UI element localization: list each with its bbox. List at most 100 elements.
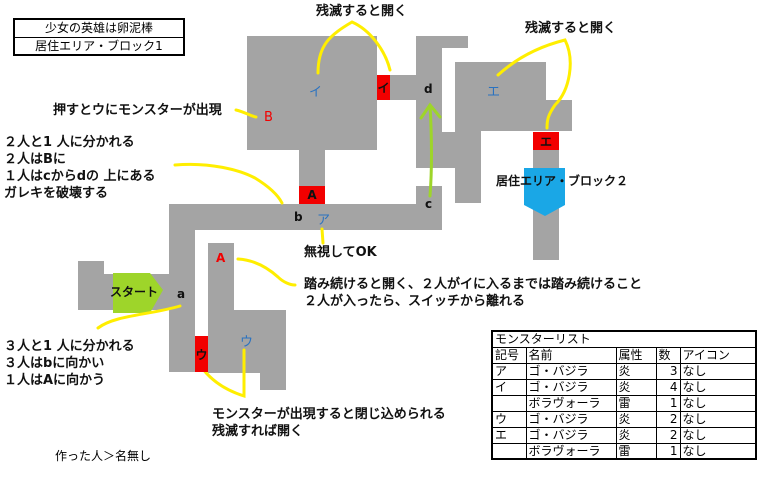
note-line: ２人が入ったら、スイッチから離れる — [304, 294, 526, 309]
door-i: イ — [377, 75, 390, 100]
switch-a-top: A — [299, 186, 325, 204]
cell: 炎 — [615, 378, 657, 396]
callout-line — [234, 108, 258, 119]
note-split2: ２人と1 人に分かれる ２人はBに １人はcからdの 上にある ガレキを破壊する — [4, 134, 156, 202]
room-u — [208, 310, 286, 373]
cell — [491, 394, 527, 412]
cell: なし — [679, 378, 757, 396]
monster-e: エ — [487, 85, 501, 100]
cell: 1 — [655, 442, 681, 460]
note-i: 残滅すると開く — [316, 4, 408, 19]
cell: ゴ・バジラ — [525, 426, 617, 444]
cell: 炎 — [615, 410, 657, 428]
title-box: 少女の英雄は卵泥棒 居住エリア・ブロック1 — [13, 18, 185, 56]
table-header: 記号 名前 属性 数 アイコン — [491, 346, 757, 364]
header-cell: 属性 — [615, 346, 657, 364]
cell: イ — [491, 378, 527, 396]
point-c: c — [425, 197, 433, 211]
corridor-d — [416, 36, 442, 168]
note-switch-a: 踏み続けると開く、２人がイに入るまでは踏み続けること ２人が入ったら、スイッチか… — [304, 276, 642, 310]
corridor — [442, 132, 456, 168]
cell: 雷 — [615, 394, 657, 412]
cell: ゴ・バジラ — [525, 378, 617, 396]
point-d: d — [424, 82, 433, 96]
monster-i: イ — [309, 85, 323, 100]
cell: 雷 — [615, 442, 657, 460]
cell: ア — [491, 362, 527, 380]
start-label: スタート — [110, 285, 159, 299]
callout-line — [173, 162, 284, 205]
note-line: ガレキを破壊する — [4, 186, 109, 201]
cell: なし — [679, 394, 757, 412]
cell: なし — [679, 410, 757, 428]
corridor-left — [169, 204, 195, 372]
header-cell: 数 — [655, 346, 681, 364]
switch-a-low: A — [216, 251, 226, 265]
point-a: a — [177, 287, 186, 301]
cell: ゴ・バジラ — [525, 410, 617, 428]
header-cell: 記号 — [491, 346, 527, 364]
note-e: 残滅すると開く — [525, 21, 617, 36]
note-line: ３人はbに向かい — [4, 356, 105, 371]
monster-u: ウ — [240, 335, 254, 350]
note-line: １人はAに向かう — [4, 373, 106, 388]
author-credit: 作った人＞名無し — [55, 449, 152, 463]
game-title: 少女の英雄は卵泥棒 — [44, 21, 153, 35]
note-line: １人はcからdの 上にある — [4, 169, 156, 184]
cell: 1 — [655, 394, 681, 412]
callout-line — [320, 227, 325, 245]
start-room — [78, 261, 104, 275]
note-line: ２人と1 人に分かれる — [4, 135, 135, 150]
callout-line — [236, 257, 297, 287]
door-u: ウ — [195, 336, 208, 372]
corridor — [299, 150, 325, 190]
cell: 炎 — [615, 362, 657, 380]
table-title: モンスターリスト — [491, 330, 757, 348]
cell: ウ — [491, 410, 527, 428]
cell: 2 — [655, 410, 681, 428]
corridor-main — [169, 204, 442, 230]
cell: 炎 — [615, 426, 657, 444]
header-cell: 名前 — [525, 346, 617, 364]
exit-marker — [524, 168, 565, 216]
callout-line — [316, 20, 392, 75]
start-marker — [113, 273, 163, 313]
cell: ゴ・バジラ — [525, 362, 617, 380]
room-e — [455, 62, 546, 100]
room-e — [455, 100, 572, 131]
arrow-c-to-d — [419, 102, 442, 198]
door-e: エ — [533, 132, 559, 150]
note-line: モンスターが出現すると閉じ込められる — [212, 407, 446, 422]
callout-line — [496, 38, 572, 130]
monster-a: ア — [317, 213, 331, 228]
cell: 3 — [655, 362, 681, 380]
room-b — [247, 36, 377, 150]
note-ignore: 無視してOK — [304, 245, 377, 260]
note-u-trap: モンスターが出現すると閉じ込められる 残滅すれば開く — [212, 406, 446, 440]
cell: エ — [491, 426, 527, 444]
switch-b: B — [264, 110, 273, 125]
cell: なし — [679, 442, 757, 460]
note-split3: ３人と1 人に分かれる ３人はbに向かい １人はAに向かう — [4, 338, 135, 389]
callout-line — [96, 304, 182, 330]
cell: 4 — [655, 378, 681, 396]
exit-label: 居住エリア・ブロック２ — [496, 174, 629, 188]
note-line: 踏み続けると開く、２人がイに入るまでは踏み続けること — [304, 277, 643, 292]
note-line: ３人と1 人に分かれる — [4, 339, 135, 354]
cell: ボラヴォーラ — [525, 442, 617, 460]
corridor — [390, 75, 416, 100]
cell: 2 — [655, 426, 681, 444]
cell: なし — [679, 362, 757, 380]
note-line: ２人はBに — [4, 152, 66, 167]
room-u — [260, 372, 286, 390]
point-b: b — [294, 210, 303, 224]
area-title: 居住エリア・ブロック1 — [15, 37, 183, 54]
